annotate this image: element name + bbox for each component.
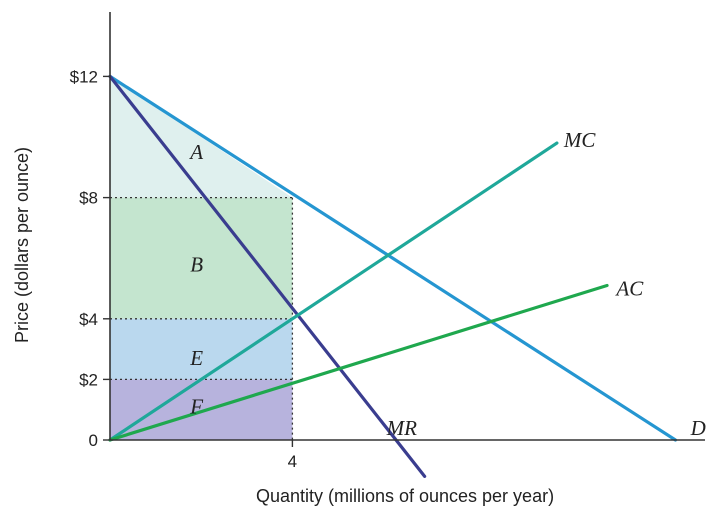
series-d <box>108 74 678 442</box>
region-label-a: A <box>188 140 203 164</box>
curve-label-mr: MR <box>386 416 417 440</box>
axes <box>103 12 705 447</box>
region-label-f: F <box>189 395 203 419</box>
y-tick-label: $2 <box>79 370 98 389</box>
region-a <box>110 76 293 198</box>
curve-label-mc: MC <box>563 128 596 152</box>
y-tick-label: $8 <box>79 189 98 208</box>
y-axis-label: Price (dollars per ounce) <box>12 147 32 343</box>
region-e <box>110 318 293 380</box>
region-label-b: B <box>190 252 203 276</box>
x-axis-label: Quantity (millions of ounces per year) <box>256 486 554 506</box>
curve-label-d: D <box>690 416 706 440</box>
series-mc <box>108 141 559 442</box>
curves <box>108 74 678 478</box>
series-ac <box>108 283 609 442</box>
labels: 0 $2 $4 $8 $12 4 A B E F MC AC MR D <box>70 67 706 471</box>
region-label-e: E <box>189 346 203 370</box>
region-b <box>110 197 293 319</box>
x-tick-label: 4 <box>288 452 297 471</box>
y-tick-label: 0 <box>89 431 98 450</box>
series-mr <box>108 74 427 478</box>
y-tick-label: $12 <box>70 67 98 86</box>
curve-label-ac: AC <box>614 277 644 301</box>
y-tick-label: $4 <box>79 310 98 329</box>
